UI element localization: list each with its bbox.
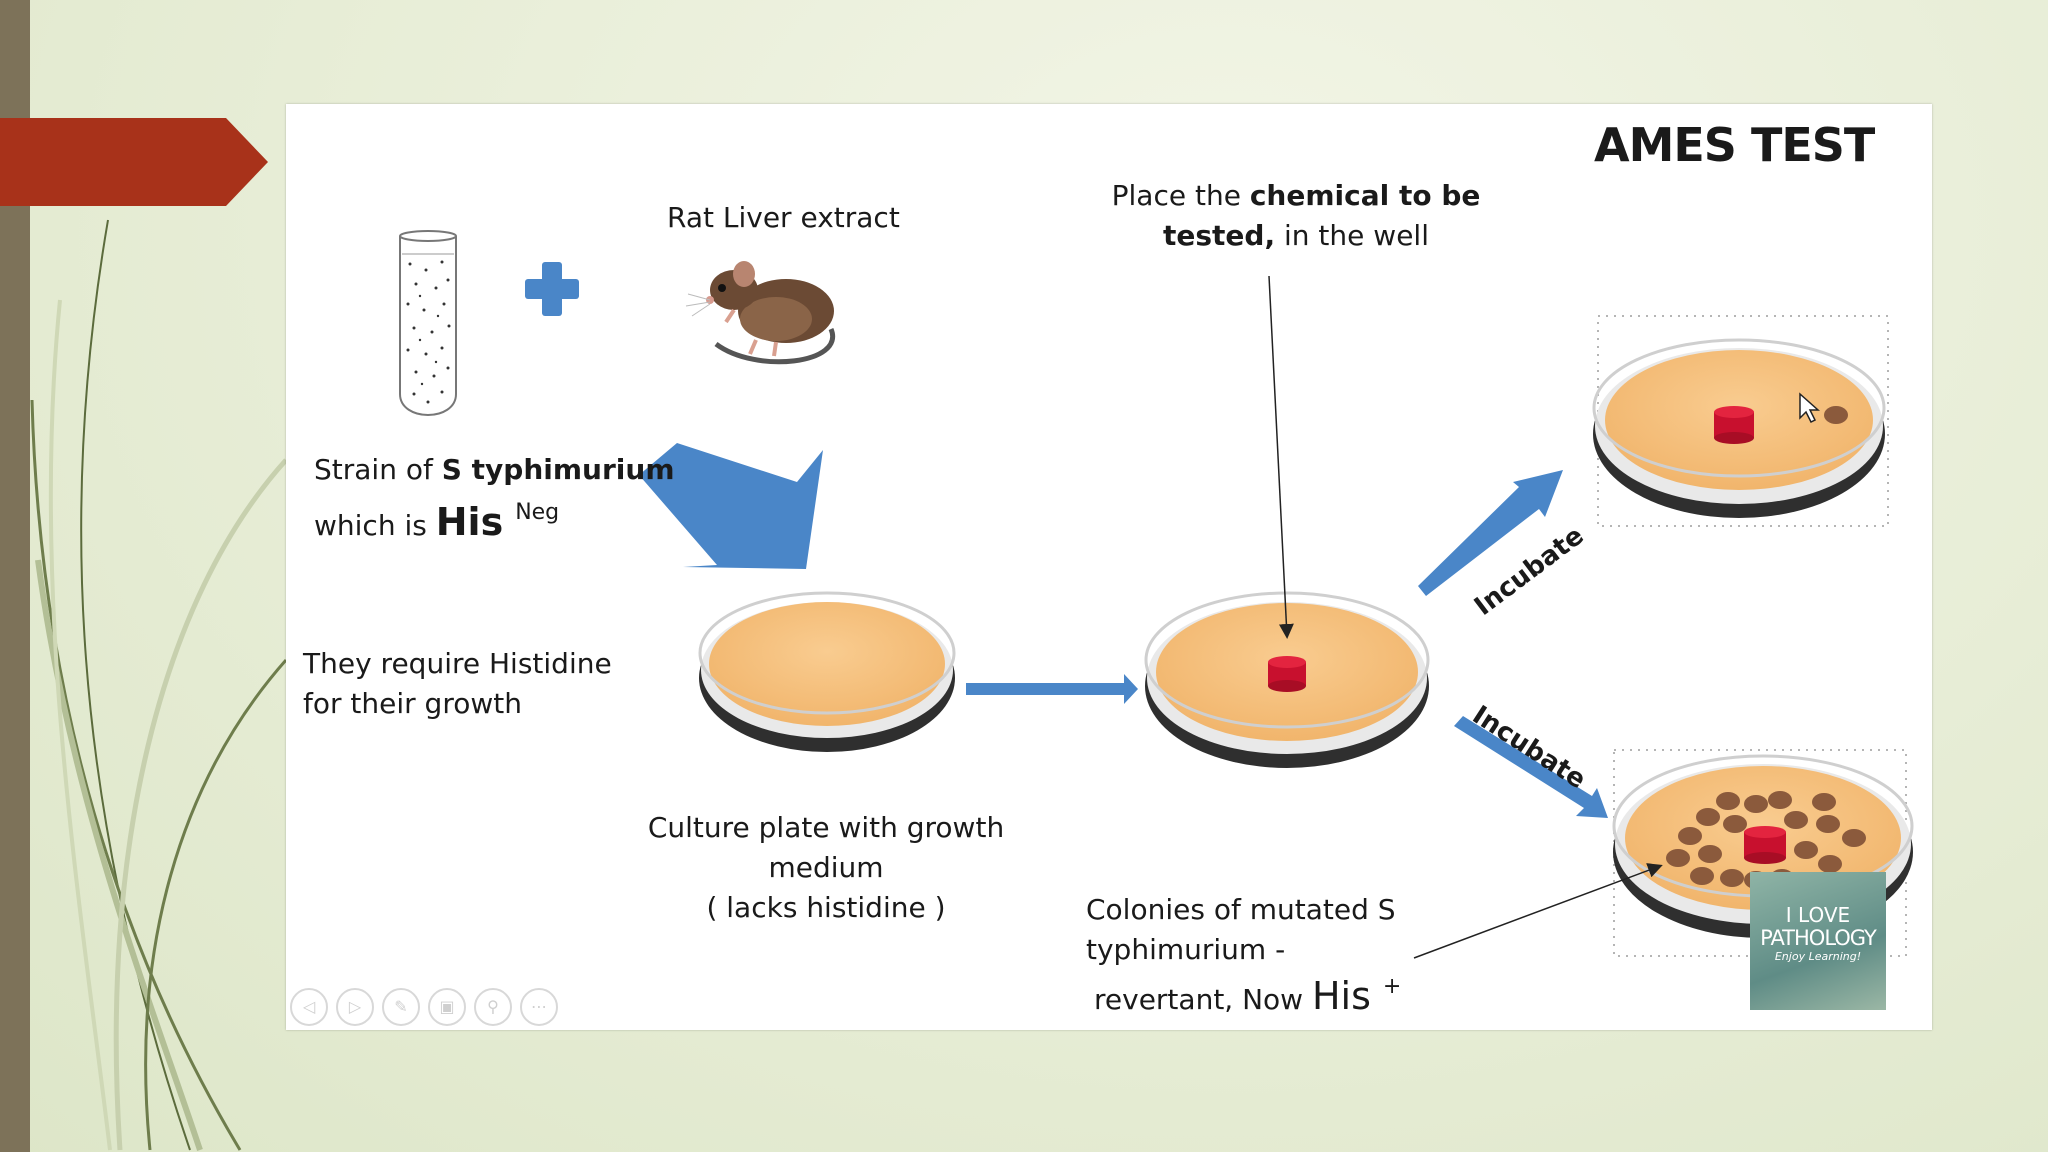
culture-plate-label: Culture plate with growth medium ( lacks… xyxy=(647,811,1005,924)
incubate-arrow-up xyxy=(1418,470,1563,596)
down-arrow xyxy=(639,443,823,569)
next-slide-button[interactable]: ▷ xyxy=(336,988,374,1026)
control-plate xyxy=(1592,315,1889,527)
prev-slide-button[interactable]: ◁ xyxy=(290,988,328,1026)
diagram-artwork xyxy=(399,230,1914,959)
slide-title: AMES TEST xyxy=(1594,118,1875,172)
chemical-label: Place the chemical to be tested, in the … xyxy=(1111,179,1481,252)
incubate-arrow-down xyxy=(1454,716,1608,818)
slide-overview-button[interactable]: ▣ xyxy=(428,988,466,1026)
pointer-line-colonies xyxy=(1413,863,1663,959)
test-tube-icon xyxy=(399,230,457,416)
requirement-label: They require Histidine for their growth xyxy=(303,647,612,720)
more-options-button[interactable]: ⋯ xyxy=(520,988,558,1026)
zoom-button[interactable]: ⚲ xyxy=(474,988,512,1026)
rat-liver-label: Rat Liver extract xyxy=(667,201,900,234)
culture-plate xyxy=(698,591,956,752)
test-plate xyxy=(1144,591,1430,768)
red-arrow-banner xyxy=(0,118,268,206)
rat-icon xyxy=(685,261,836,365)
cursor-icon xyxy=(1799,392,1820,424)
colonies-label: Colonies of mutated S typhimurium - reve… xyxy=(1086,893,1402,1018)
pointer-line-chemical xyxy=(1268,275,1294,639)
plus-icon xyxy=(525,262,579,316)
pen-tool-button[interactable]: ✎ xyxy=(382,988,420,1026)
right-arrow xyxy=(966,674,1138,704)
pathology-logo: I LOVE PATHOLOGY Enjoy Learning! xyxy=(1750,872,1886,1010)
decorative-swooshes xyxy=(30,219,288,1151)
slide-canvas: AMES TEST Rat Liver extract Place the ch… xyxy=(286,104,1932,1030)
